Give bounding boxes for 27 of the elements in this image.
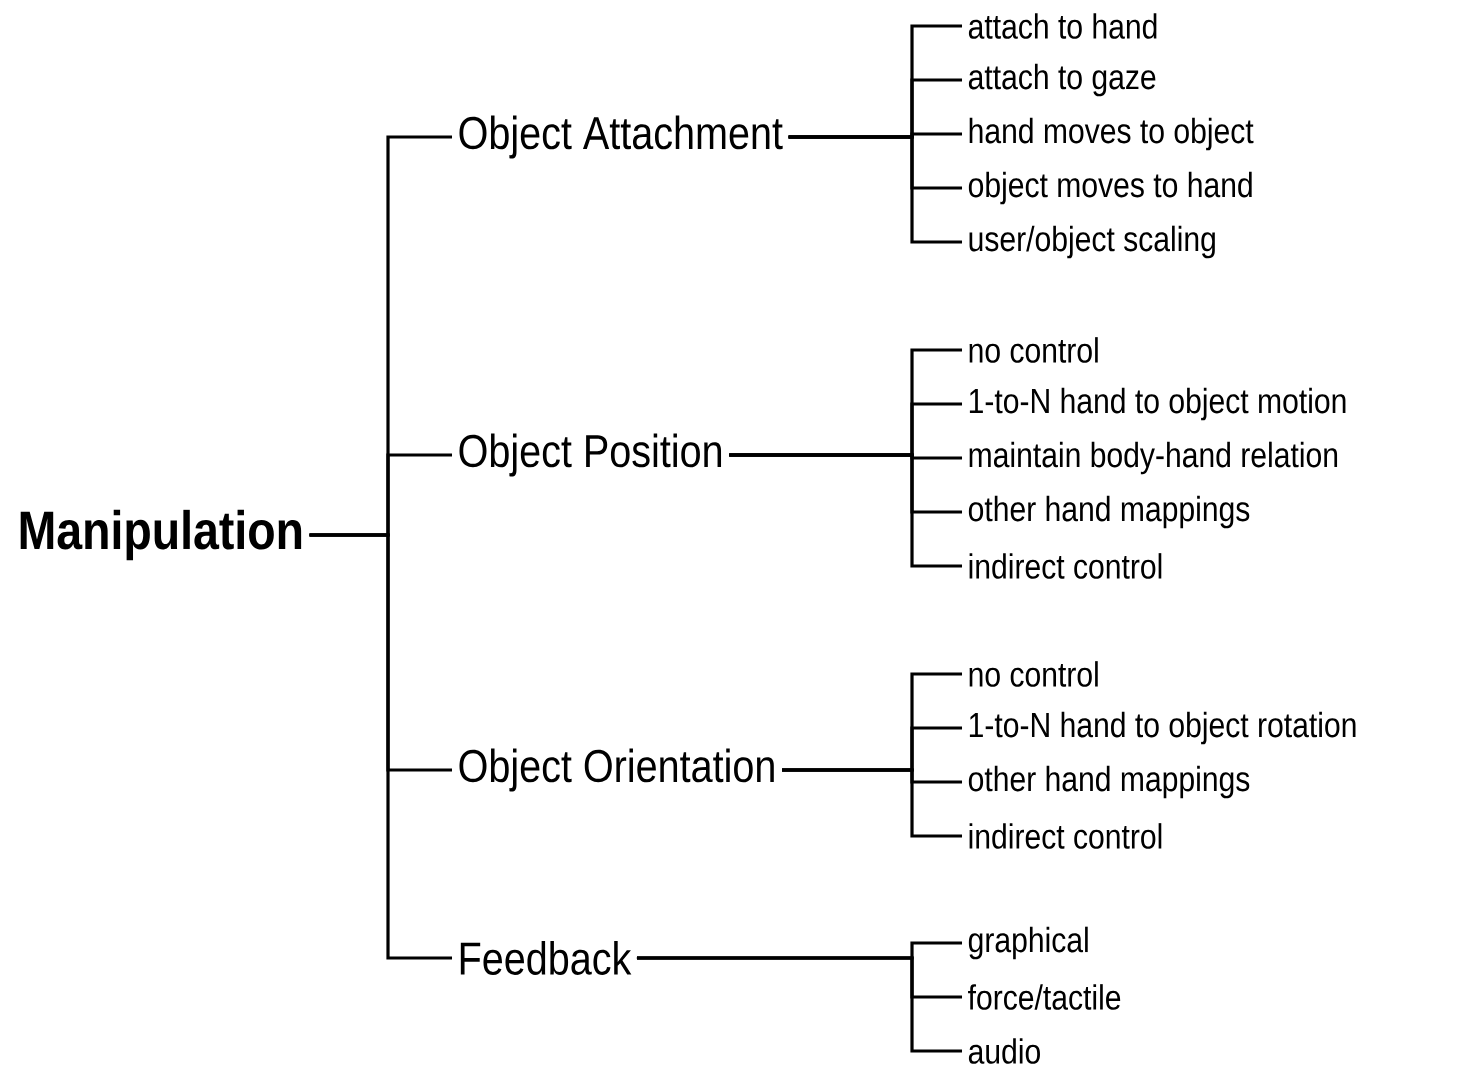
connector-line	[729, 453, 962, 568]
item-label: graphical	[968, 926, 1088, 960]
connector-line	[788, 135, 962, 244]
item-label: force/tactile	[968, 984, 1121, 1010]
item-label: 1-to-N hand to object motion	[969, 387, 1346, 421]
item-label: other hand mappings	[968, 765, 1250, 799]
item-label: audio	[968, 1038, 1040, 1064]
item-label: indirect control	[969, 823, 1162, 849]
item-label: hand moves to object	[969, 117, 1254, 151]
item-label: indirect control	[969, 553, 1162, 579]
item-label: other hand mappings	[968, 495, 1250, 529]
subcategory-label: Object Orientation	[459, 748, 774, 792]
connector-line	[782, 768, 962, 838]
item-label: 1-to-N hand to object rotation	[969, 711, 1356, 745]
connector-line	[636, 956, 962, 1053]
item-label: attach to gaze	[968, 63, 1156, 97]
item-label: maintain body-hand relation	[969, 441, 1338, 475]
item-label: no control	[969, 661, 1098, 687]
connector-line	[309, 533, 452, 960]
subcategory-label: Object Attachment	[459, 115, 783, 159]
category-label: Manipulation	[20, 509, 302, 561]
item-label: object moves to hand	[968, 171, 1252, 205]
item-label: user/object scaling	[969, 225, 1215, 259]
subcategory-label: Object Position	[459, 433, 722, 477]
item-label: attach to hand	[968, 13, 1157, 39]
item-label: no control	[969, 337, 1098, 363]
subcategory-label: Feedback	[460, 941, 632, 975]
